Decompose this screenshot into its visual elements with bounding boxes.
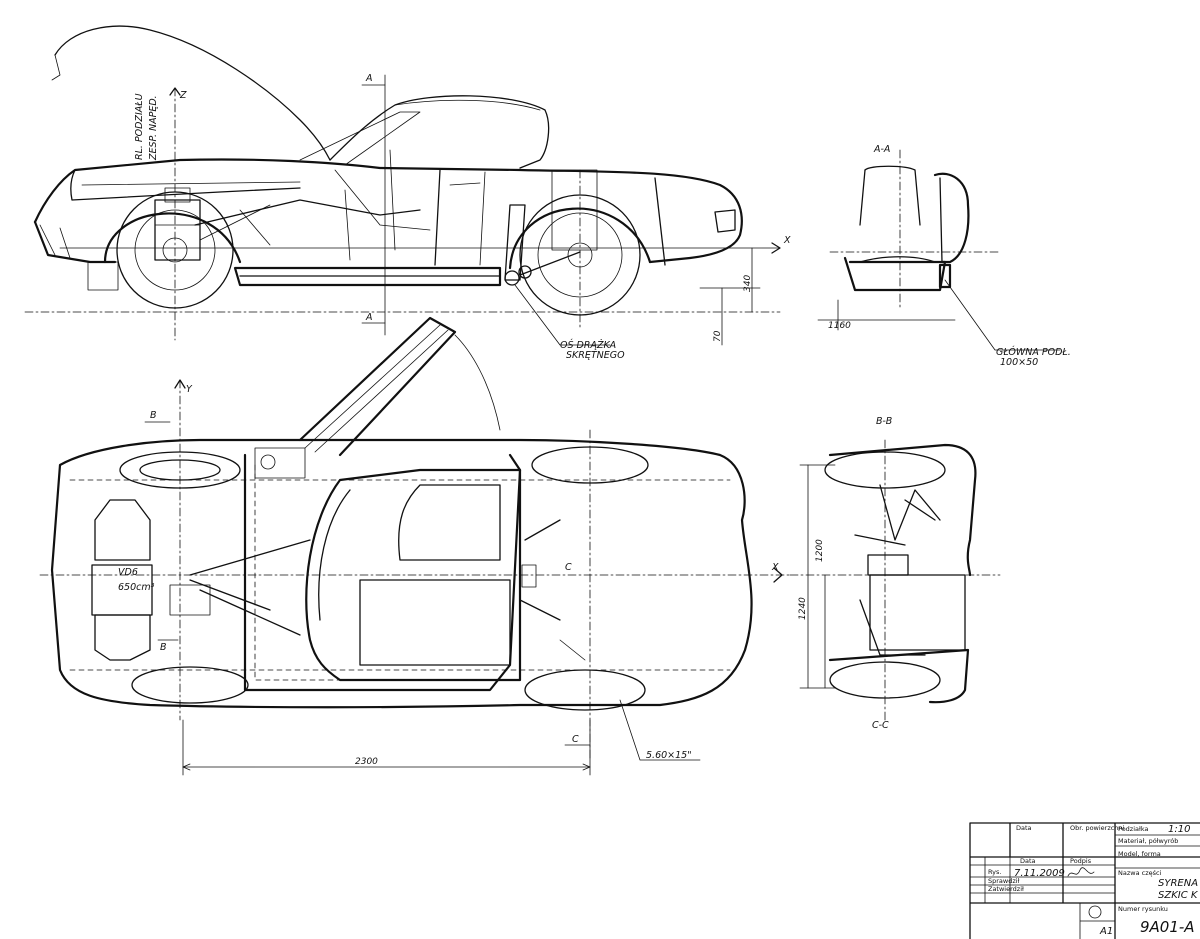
tb-label-model: Model, forma <box>1118 850 1161 858</box>
tb-signature-scribble <box>1067 867 1095 877</box>
section-mark-c-right: C <box>565 562 572 573</box>
torsion-bar-label-line2: SKRĘTNEGO <box>566 350 625 361</box>
dimension-wheelbase: 2300 <box>355 757 378 767</box>
section-mark-c-bottom: C <box>572 734 579 745</box>
tb-label-approved: Zatwierdził <box>988 885 1024 893</box>
tb-label-date-top: Data <box>1016 824 1032 832</box>
tb-label-checked: Sprawdził <box>988 877 1020 885</box>
tb-label-standards: Obr. powierzchni <box>1070 824 1125 832</box>
tb-value-title-line2: SZKIC K <box>1158 890 1199 901</box>
tb-label-part-name: Nazwa części <box>1118 869 1162 877</box>
dimension-70: 70 <box>713 330 723 342</box>
tb-value-scale: 1:10 <box>1168 824 1190 835</box>
axis-x-plan-label: X <box>771 562 779 573</box>
title-block: Data Obr. powierzchni Podziałka 1:10 Mat… <box>969 822 1200 939</box>
main-beam-label-line2: 100×50 <box>1000 357 1038 368</box>
tb-label-date-col: Data <box>1020 857 1036 865</box>
section-mark-a-top: A <box>365 73 373 84</box>
tb-value-drawing-number: 9A01-A <box>1140 918 1195 936</box>
axis-x-side-label: X <box>783 235 791 246</box>
section-cc-title: C-C <box>872 720 889 731</box>
section-bb-cc-view <box>789 439 1001 721</box>
tb-value-date: 7.11.2009 <box>1014 868 1065 879</box>
section-mark-b-bottom: B <box>160 642 167 653</box>
dimension-340: 340 <box>743 275 753 292</box>
tb-label-signature: Podpis <box>1070 857 1092 865</box>
section-mark-a-bottom: A <box>365 312 373 323</box>
tb-value-title-line1: SYRENA S <box>1158 878 1200 889</box>
section-mark-b-top: B <box>150 410 157 421</box>
section-bb-title: B-B <box>876 416 892 427</box>
plan-view <box>39 316 791 776</box>
section-aa-view <box>817 149 1061 351</box>
drawing-annotations: RL. PODZIAŁU ZESP. NAPĘD. Z X X Y VD6 65… <box>118 73 1071 767</box>
tb-label-material: Materiał, półwyrób <box>1118 837 1178 845</box>
rl-annotation-line1: RL. PODZIAŁU <box>134 93 145 160</box>
axis-y-label: Y <box>186 384 193 395</box>
tb-value-sheet-size: A1 <box>1099 926 1113 937</box>
tire-size-label: 5.60×15" <box>646 750 692 761</box>
section-aa-title: A-A <box>873 144 890 155</box>
rl-annotation-line2: ZESP. NAPĘD. <box>148 95 159 161</box>
axis-z-label: Z <box>179 90 187 101</box>
engine-label-line2: 650cm³ <box>118 582 155 593</box>
main-beam-label-line1: GŁÓWNA PODŁ. <box>996 346 1071 358</box>
tb-label-drawing-number: Numer rysunku <box>1118 905 1168 913</box>
dimension-1200: 1200 <box>815 539 825 562</box>
engine-label-line1: VD6 <box>118 567 138 578</box>
tb-label-scale: Podziałka <box>1118 825 1148 833</box>
tb-label-drawn: Rys. <box>988 868 1001 876</box>
side-elevation-view <box>24 25 781 346</box>
dimension-1160: 1160 <box>828 321 851 331</box>
dimension-1240: 1240 <box>798 597 808 620</box>
torsion-bar-label-line1: OŚ DRĄŻKA <box>560 339 616 351</box>
